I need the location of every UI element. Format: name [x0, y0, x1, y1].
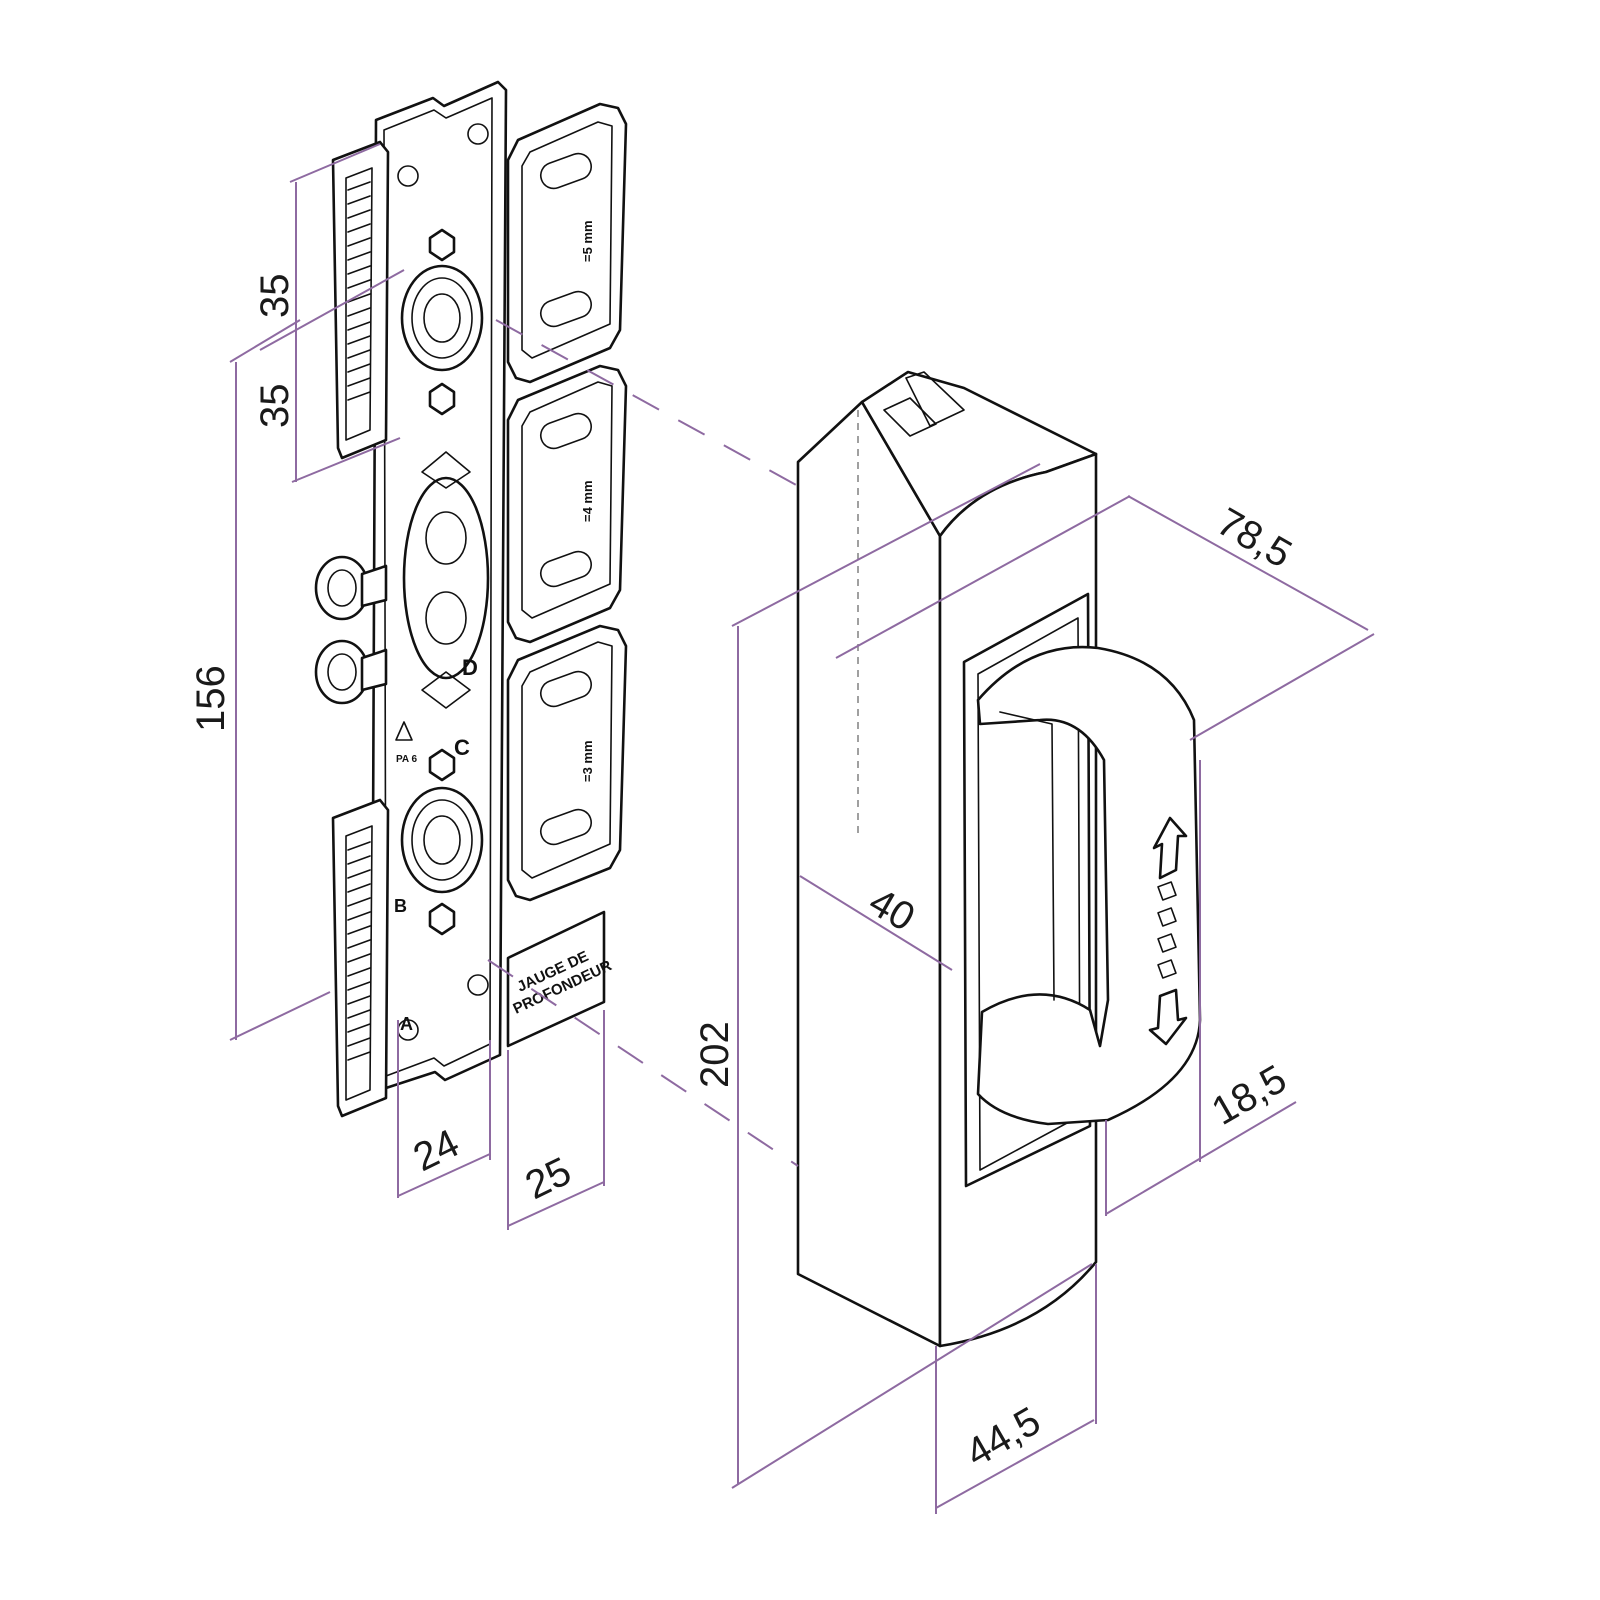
dim-35-bottom: 35 — [253, 384, 297, 429]
plate-letter-b: B — [394, 896, 407, 916]
dimension-lines — [229, 143, 1375, 1514]
depth-gauge-tab: JAUGE DE PROFONDEUR — [506, 910, 615, 1048]
dim-202: 202 — [693, 1021, 737, 1088]
plate-letter-d: D — [462, 655, 478, 680]
down-arrow-icon — [1148, 988, 1188, 1046]
dim-156: 156 — [189, 665, 233, 732]
spacer-4mm: =4 mm — [506, 364, 628, 644]
mounting-plate: D C B A PA 6 — [314, 80, 508, 1118]
plate-material-mark: PA 6 — [396, 754, 418, 765]
plate-letter-a: A — [400, 1014, 413, 1034]
spacer-label-5mm: =5 mm — [580, 220, 595, 262]
recycle-icon — [395, 721, 413, 741]
roller-bottom — [314, 639, 388, 705]
up-arrow-icon — [1152, 816, 1188, 880]
spacer-label-4mm: =4 mm — [580, 480, 595, 522]
spacer-3mm: =3 mm — [506, 624, 628, 902]
spacer-label-3mm: =3 mm — [580, 740, 595, 782]
dim-24: 24 — [407, 1121, 466, 1180]
dim-18-5: 18,5 — [1205, 1057, 1294, 1134]
rack-teeth-bottom — [347, 841, 371, 1061]
plate-letter-c: C — [454, 735, 470, 760]
roller-top — [314, 555, 388, 621]
dim-44-5: 44,5 — [959, 1399, 1048, 1476]
spacer-5mm: =5 mm — [506, 102, 628, 384]
handle-body — [796, 370, 1202, 1348]
dim-35-top: 35 — [253, 274, 297, 319]
rack-teeth-top — [347, 181, 371, 401]
dim-25: 25 — [519, 1149, 578, 1208]
dim-78-5: 78,5 — [1210, 500, 1299, 577]
